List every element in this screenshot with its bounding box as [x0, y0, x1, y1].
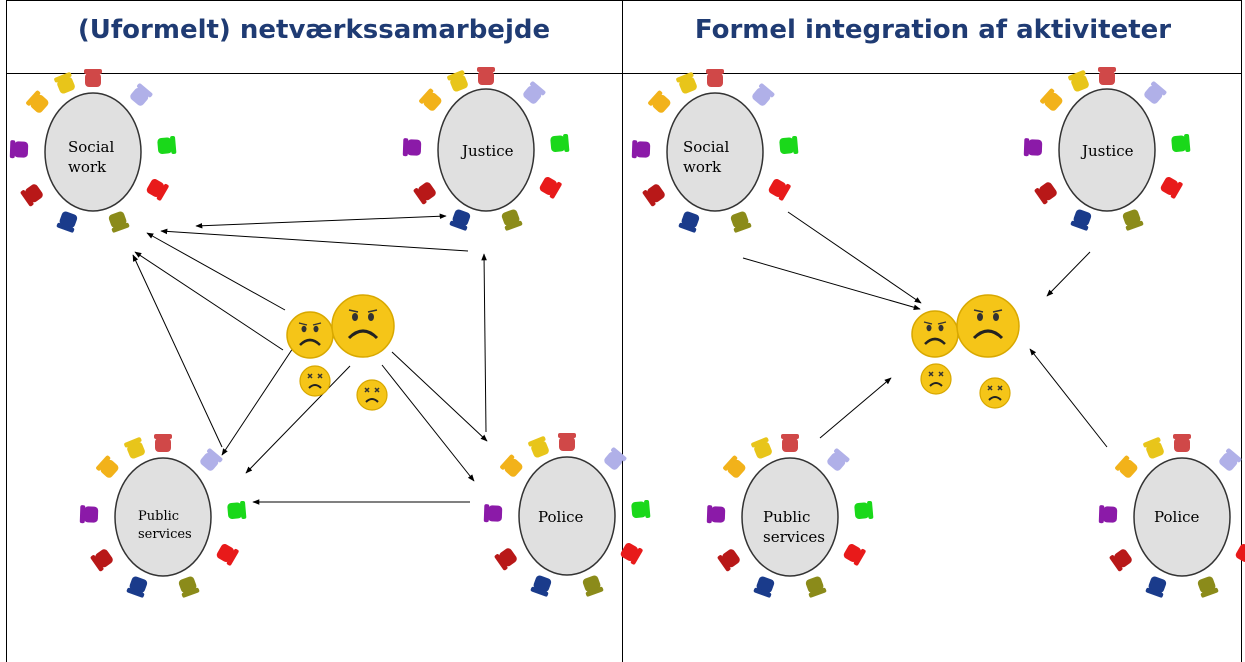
label-social-work-line2: work	[68, 158, 107, 176]
label-justice: Justice	[1080, 142, 1134, 160]
label-public-services-line2: services	[763, 528, 825, 546]
right-diagram: Social work Justice Public services Poli…	[632, 67, 1245, 598]
dead-face-icon	[920, 363, 952, 395]
arrow-social-to-center	[787, 211, 922, 304]
arrow-police-to-center	[1029, 348, 1108, 448]
table-public-services-right	[707, 434, 874, 598]
label-police: Police	[538, 508, 584, 526]
sad-face-icon	[285, 310, 335, 360]
arrow-center-to-social	[146, 232, 286, 311]
label-public-services-line1: Public	[763, 508, 810, 526]
table-frame	[6, 0, 1242, 662]
label-social-work-line1: Social	[683, 138, 729, 156]
label-police: Police	[1154, 508, 1200, 526]
table-social-work-right	[632, 69, 799, 233]
table-justice-left	[403, 67, 570, 231]
header-divider	[6, 73, 1242, 74]
table-police-right	[1099, 434, 1245, 598]
arrow-center-to-police	[391, 351, 488, 442]
sad-face-icon	[910, 309, 960, 359]
column-divider	[622, 0, 623, 662]
arrow-social-to-center-2	[742, 257, 921, 310]
right-column-title: Formel integration af aktiviteter	[694, 15, 1172, 45]
left-arrows	[132, 213, 488, 505]
left-diagram: Social work Justice Public services Poli…	[10, 67, 651, 598]
arrow-justice-to-center	[1046, 251, 1091, 297]
dead-face-icon	[979, 377, 1011, 409]
arrow-center-to-police-2	[381, 364, 475, 482]
arrow-public-to-center	[819, 377, 892, 439]
label-social-work-line2: work	[683, 158, 722, 176]
label-social-work-line1: Social	[68, 138, 114, 156]
arrow-justice-to-social	[160, 228, 469, 252]
label-public-services-line2: services	[138, 527, 192, 542]
table-police-left	[484, 433, 651, 597]
arrow-social-justice	[195, 213, 447, 229]
label-justice: Justice	[460, 142, 514, 160]
table-justice-right	[1024, 67, 1191, 231]
arrow-public-to-social	[132, 254, 223, 448]
sad-face-icon	[955, 293, 1021, 359]
table-social-work-left	[10, 69, 177, 233]
left-column-title: (Uformelt) netværkssamarbejde	[77, 15, 551, 45]
arrow-center-to-public	[221, 344, 296, 456]
right-arrows	[742, 211, 1108, 448]
arrow-center-to-public-2	[245, 365, 351, 474]
label-public-services-line1: Public	[138, 509, 179, 524]
dead-face-icon	[299, 365, 331, 397]
sad-face-icon	[330, 293, 396, 359]
arrow-police-to-justice	[481, 253, 487, 433]
dead-face-icon	[356, 379, 388, 411]
table-public-services-left	[80, 434, 247, 598]
arrow-center-social-line	[134, 251, 284, 351]
